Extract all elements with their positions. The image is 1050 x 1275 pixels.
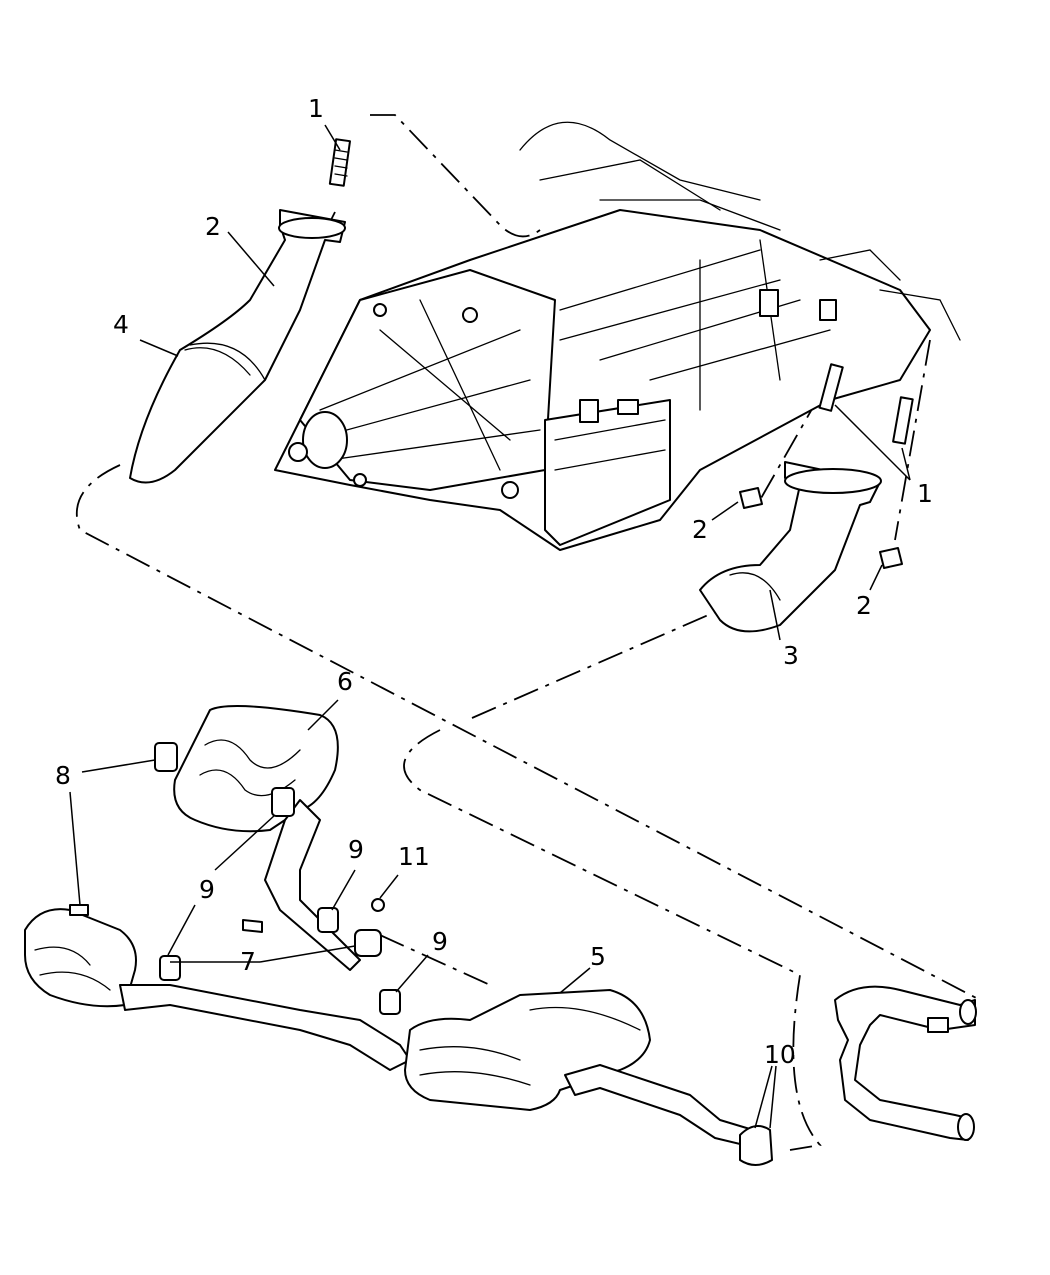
callout-numbers: 1 2 4 1 2 2 3 6 8 9 11 9 9 7 5 10 xyxy=(55,94,933,1069)
callout-9-left: 9 xyxy=(199,875,215,904)
callout-5: 5 xyxy=(590,942,606,971)
right-catalytic-converter xyxy=(699,461,882,633)
callout-4: 4 xyxy=(113,310,129,339)
callout-9-low: 9 xyxy=(432,927,448,956)
hangers-and-isolators xyxy=(69,742,773,1166)
callout-2-mid: 2 xyxy=(692,515,708,544)
callout-6: 6 xyxy=(337,667,353,696)
rear-muffler-assembly xyxy=(24,908,411,1071)
resonator xyxy=(173,705,361,971)
callout-8: 8 xyxy=(55,761,71,790)
callout-3: 3 xyxy=(783,641,799,670)
stud-bolts xyxy=(328,138,914,445)
dual-tailpipe-detail xyxy=(834,985,977,1141)
transmission-assembly xyxy=(274,121,961,551)
callout-2-right: 2 xyxy=(856,591,872,620)
callout-1-right: 1 xyxy=(917,479,933,508)
assembly-guide-lines xyxy=(75,114,981,1151)
callout-1-top: 1 xyxy=(308,94,324,123)
callout-10: 10 xyxy=(764,1040,796,1069)
callout-11: 11 xyxy=(398,842,430,871)
callout-9-mid: 9 xyxy=(348,835,364,864)
callout-7: 7 xyxy=(240,947,256,976)
callout-2-top: 2 xyxy=(205,212,221,241)
left-catalytic-converter xyxy=(129,209,346,484)
leader-lines xyxy=(69,124,911,1129)
center-muffler xyxy=(404,989,771,1151)
